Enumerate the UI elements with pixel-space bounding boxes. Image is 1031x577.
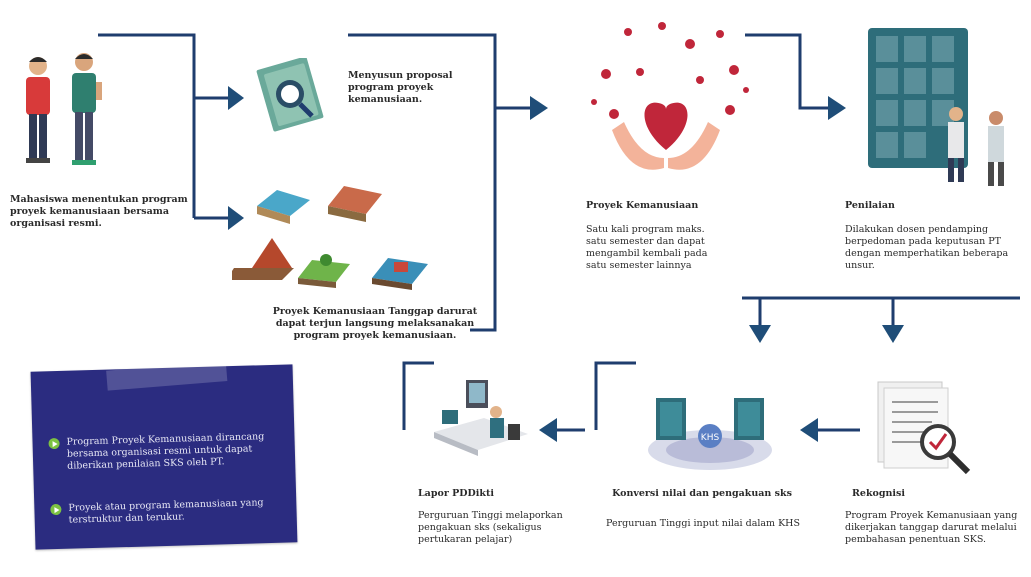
student-step-text: Mahasiswa menentukan program proyek kema… <box>10 194 188 229</box>
play-bullet-icon <box>48 437 60 450</box>
note-item-1: Program Proyek Kemanusiaan dirancang ber… <box>48 431 281 473</box>
report-step-title: Lapor PDDikti <box>418 488 494 499</box>
arrow-right-4 <box>828 96 846 120</box>
conversion-step-title: Konversi nilai dan pengakuan sks <box>612 488 792 499</box>
khs-label: KHS <box>701 433 720 443</box>
arrow-down-1 <box>749 325 771 343</box>
khs-conversion-illustration: KHS <box>648 398 772 470</box>
play-bullet-icon <box>50 503 62 516</box>
arrow-right-1 <box>228 86 244 110</box>
hands-heart-illustration <box>591 22 749 170</box>
volcano-tile <box>232 238 294 280</box>
tsunami-tile <box>372 258 428 290</box>
assessment-board-illustration <box>868 28 1004 186</box>
note-item-2: Proyek atau program kemanusiaan yang ter… <box>50 497 283 527</box>
disaster-tiles-illustration <box>232 186 428 290</box>
recognition-document-illustration <box>877 381 971 475</box>
arrow-left-2 <box>539 418 557 442</box>
students-illustration <box>26 53 102 165</box>
arrow-down-2 <box>882 325 904 343</box>
proposal-document-icon <box>256 58 324 132</box>
check-icon <box>928 433 948 451</box>
landslide-tile <box>298 254 350 288</box>
flood-tile <box>257 190 310 224</box>
recognition-step-title: Rekognisi <box>852 488 905 499</box>
arrow-right-3 <box>530 96 548 120</box>
house-collapse-tile <box>328 186 382 222</box>
emergency-step-text: Proyek Kemanusiaan Tanggap darurat dapat… <box>272 306 478 341</box>
conversion-step-text: Perguruan Tinggi input nilai dalam KHS <box>606 518 800 529</box>
proposal-step-text: Menyusun proposal program proyek kemanus… <box>348 70 453 105</box>
humanitarian-step-text: Satu kali program maks. satu semester da… <box>586 224 708 271</box>
assessment-step-text: Dilakukan dosen pendamping berpedoman pa… <box>845 224 1009 271</box>
assessment-step-title: Penilaian <box>845 200 895 211</box>
report-desk-illustration <box>434 380 528 456</box>
arrow-left-1 <box>800 418 818 442</box>
arrow-right-2 <box>228 206 244 230</box>
heart-icon <box>644 102 688 150</box>
report-step-text: Perguruan Tinggi melaporkan pengakuan sk… <box>418 510 563 545</box>
info-note-card: Program Proyek Kemanusiaan dirancang ber… <box>30 361 298 550</box>
recognition-step-text: Program Proyek Kemanusiaan yang dikerjak… <box>845 510 1018 545</box>
humanitarian-step-title: Proyek Kemanusiaan <box>586 200 699 211</box>
